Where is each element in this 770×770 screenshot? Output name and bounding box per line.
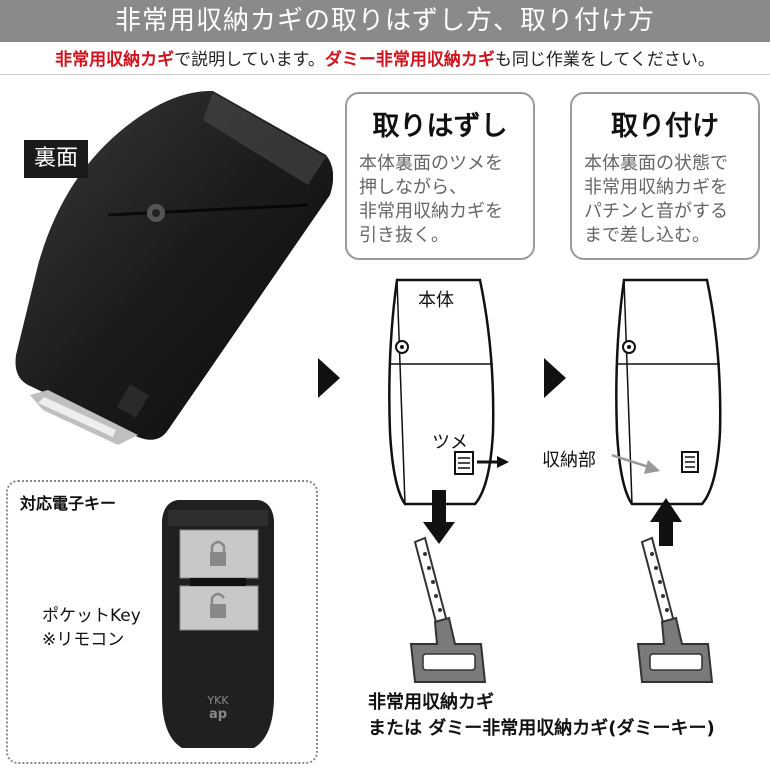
step-arrow-2-icon: [544, 358, 566, 398]
subtitle-dummy-key-name: ダミー非常用収納カギ: [324, 50, 495, 70]
page-title: 非常用収納カギの取りはずし方、取り付け方: [0, 0, 770, 42]
pocket-key-photo: YKK ap: [162, 500, 274, 748]
subtitle-key-name: 非常用収納カギ: [55, 50, 175, 70]
install-diagram: [612, 278, 722, 683]
key-caption-line-2: または ダミー非常用収納カギ(ダミーキー): [368, 718, 715, 739]
install-line-4: まで差し込む。: [584, 225, 710, 246]
install-panel: 取り付け 本体裏面の状態で 非常用収納カギを パチンと音がする まで差し込む。: [570, 92, 760, 260]
install-line-3: パチンと音がする: [584, 201, 728, 222]
subtitle-text-1: で説明しています。: [174, 50, 325, 70]
install-line-2: 非常用収納カギを: [584, 177, 728, 198]
removal-panel: 取りはずし 本体裏面のツメを 押しながら、 非常用収納カギを 引き抜く。: [345, 92, 535, 260]
back-side-label: 裏面: [24, 140, 88, 178]
pocket-key-label: ポケットKey: [42, 606, 141, 626]
removal-line-4: 引き抜く。: [359, 225, 449, 246]
step-arrow-1-icon: [318, 358, 340, 398]
install-title: 取り付け: [611, 111, 719, 142]
subtitle-text-2: も同じ作業をしてください。: [494, 50, 715, 70]
key-caption-line-1: 非常用収納カギ: [368, 692, 494, 713]
body-label: 本体: [418, 290, 454, 311]
removal-line-1: 本体裏面のツメを: [359, 153, 503, 174]
removal-line-3: 非常用収納カギを: [359, 201, 503, 222]
storage-label: 収納部: [542, 450, 596, 471]
removal-line-2: 押しながら、: [359, 177, 467, 198]
compatible-key-panel: 対応電子キー ポケットKey ※リモコン: [6, 480, 318, 764]
remote-note-label: ※リモコン: [42, 630, 125, 650]
lock-icon: [210, 540, 226, 566]
instruction-subtitle: 非常用収納カギで説明しています。ダミー非常用収納カギも同じ作業をしてください。: [0, 46, 770, 75]
removal-diagram: [388, 278, 509, 683]
unlock-icon: [210, 592, 226, 618]
brand-logo: YKK: [206, 694, 229, 707]
compatible-key-title: 対応電子キー: [20, 494, 117, 513]
removal-title: 取りはずし: [372, 111, 508, 142]
claw-label: ツメ: [432, 432, 468, 453]
install-line-1: 本体裏面の状態で: [584, 153, 728, 174]
svg-text:ap: ap: [209, 707, 227, 722]
key-fob-back-photo: [15, 90, 333, 445]
